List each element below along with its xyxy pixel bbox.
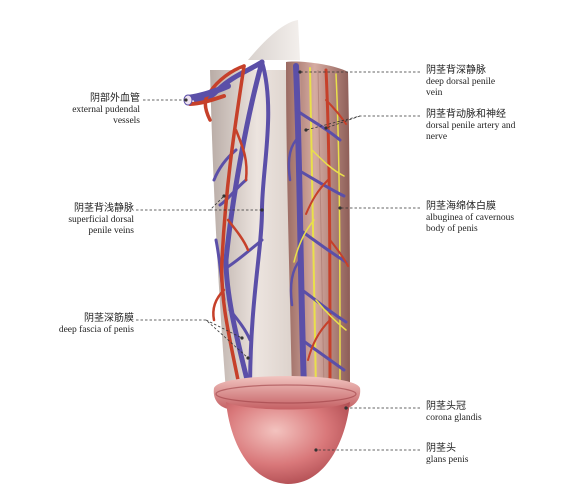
label-zh: 阴茎海绵体白膜 — [426, 201, 496, 212]
deep-dorsal-vessels — [287, 63, 349, 392]
label-zh: 阴茎背动脉和神经 — [426, 109, 506, 120]
leader-dots — [184, 70, 348, 452]
label-zh: 阴茎背深静脉 — [426, 65, 486, 76]
label-zh: 阴茎头冠 — [426, 401, 466, 412]
corona-glandis — [213, 376, 361, 410]
label-external-pudendal: 阴部外血管 external pudendal vessels — [72, 93, 140, 127]
label-superficial-dorsal: 阴茎背浅静脉 superficial dorsal penile veins — [68, 203, 134, 237]
leader-lines — [136, 71, 420, 451]
glans-penis — [226, 402, 350, 484]
label-zh: 阴茎深筋膜 — [84, 313, 134, 324]
label-en: external pudendal vessels — [72, 105, 140, 126]
label-en: deep dorsal penile vein — [426, 77, 496, 98]
label-corona-glandis: 阴茎头冠 corona glandis — [426, 401, 482, 424]
label-deep-fascia: 阴茎深筋膜 deep fascia of penis — [59, 313, 134, 336]
label-en: glans penis — [426, 455, 469, 465]
superficial-arteries — [203, 64, 250, 382]
label-en: albuginea of cavernous body of penis — [426, 213, 515, 234]
label-zh: 阴部外血管 — [90, 93, 140, 104]
label-en: corona glandis — [426, 413, 482, 423]
label-zh: 阴茎头 — [426, 443, 456, 454]
label-en: superficial dorsal penile veins — [68, 215, 134, 236]
label-glans-penis: 阴茎头 glans penis — [426, 443, 468, 466]
label-dorsal-artery-nerve: 阴茎背动脉和神经 dorsal penile artery and nerve — [426, 109, 515, 143]
label-deep-dorsal-vein: 阴茎背深静脉 deep dorsal penile vein — [426, 65, 495, 99]
label-albuginea: 阴茎海绵体白膜 albuginea of cavernous body of p… — [426, 201, 514, 235]
fascia-cut-edge — [248, 20, 300, 60]
label-en: dorsal penile artery and nerve — [426, 121, 516, 142]
label-en: deep fascia of penis — [58, 325, 134, 335]
label-zh: 阴茎背浅静脉 — [74, 203, 134, 214]
